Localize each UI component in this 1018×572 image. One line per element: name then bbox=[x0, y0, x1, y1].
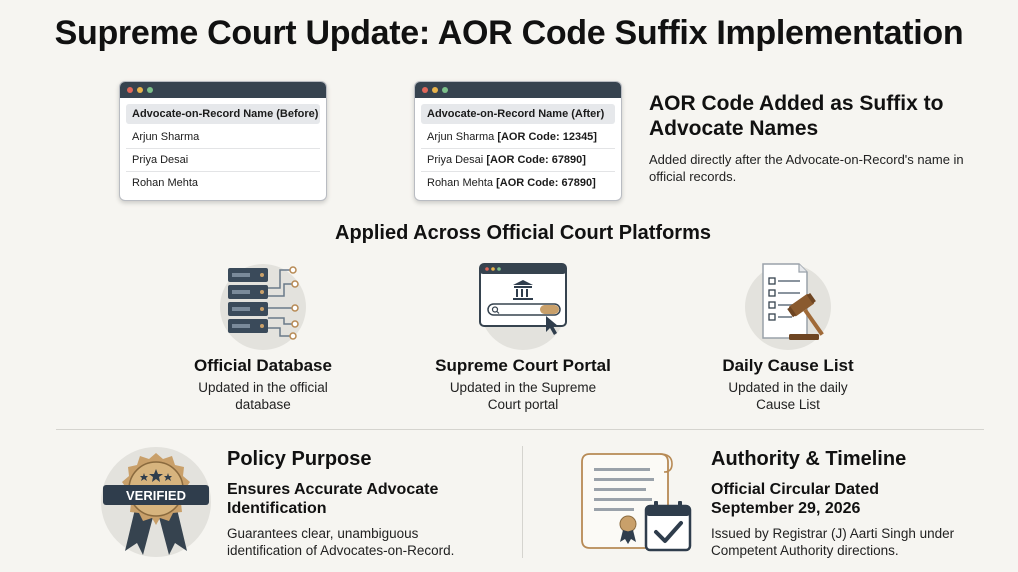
before-table-window: Advocate-on-Record Name (Before) Arjun S… bbox=[119, 81, 327, 201]
policy-subheading: Ensures Accurate Advocate Identification bbox=[227, 481, 439, 517]
divider-vertical bbox=[522, 446, 523, 558]
advocate-name: Arjun Sharma bbox=[427, 131, 495, 143]
badge-text: VERIFIED bbox=[126, 488, 186, 503]
after-table-row: Arjun Sharma [AOR Code: 12345] bbox=[421, 126, 615, 149]
authority-subheading: Official Circular Dated September 29, 20… bbox=[711, 481, 880, 517]
platform-official-database: Official Database Updated in the officia… bbox=[143, 258, 383, 413]
gavel-icon bbox=[762, 263, 824, 340]
advocate-name: Priya Desai bbox=[427, 154, 484, 166]
platform-description: Updated in the daily Cause List bbox=[728, 380, 848, 412]
maximize-dot-icon bbox=[442, 87, 448, 93]
platform-daily-cause-list: Daily Cause List Updated in the daily Ca… bbox=[668, 258, 908, 413]
before-table-row: Priya Desai bbox=[126, 149, 320, 172]
browser-icon bbox=[479, 263, 567, 335]
window-titlebar bbox=[120, 82, 326, 98]
authority-heading: Authority & Timeline bbox=[711, 448, 907, 470]
circular-document-icon bbox=[581, 453, 692, 552]
after-table-header: Advocate-on-Record Name (After) bbox=[421, 104, 615, 124]
close-dot-icon bbox=[422, 87, 428, 93]
aor-code: [AOR Code: 67890] bbox=[486, 154, 586, 166]
verified-badge-icon: VERIFIED bbox=[101, 447, 211, 557]
platform-description: Updated in the Supreme Court portal bbox=[449, 380, 597, 412]
aor-code: [AOR Code: 67890] bbox=[496, 177, 596, 189]
aor-code: [AOR Code: 12345] bbox=[497, 131, 597, 143]
after-table-row: Priya Desai [AOR Code: 67890] bbox=[421, 149, 615, 172]
before-table-row: Arjun Sharma bbox=[126, 126, 320, 149]
close-dot-icon bbox=[127, 87, 133, 93]
before-table-row: Rohan Mehta bbox=[132, 177, 199, 189]
divider-horizontal bbox=[56, 429, 984, 430]
platform-description: Updated in the official database bbox=[198, 380, 328, 412]
platform-supreme-court-portal: Supreme Court Portal Updated in the Supr… bbox=[403, 258, 643, 413]
policy-heading: Policy Purpose bbox=[227, 448, 372, 470]
advocate-name: Rohan Mehta bbox=[427, 177, 494, 189]
page-title: Supreme Court Update: AOR Code Suffix Im… bbox=[54, 14, 964, 52]
aor-heading: AOR Code Added as Suffix to Advocate Nam… bbox=[649, 92, 944, 140]
platforms-heading: Applied Across Official Court Platforms bbox=[335, 222, 711, 244]
after-table-window: Advocate-on-Record Name (After) Arjun Sh… bbox=[414, 81, 622, 201]
platform-name: Supreme Court Portal bbox=[435, 356, 611, 375]
maximize-dot-icon bbox=[147, 87, 153, 93]
minimize-dot-icon bbox=[137, 87, 143, 93]
platform-name: Daily Cause List bbox=[722, 356, 854, 375]
minimize-dot-icon bbox=[432, 87, 438, 93]
window-titlebar bbox=[415, 82, 621, 98]
after-table-row: Rohan Mehta [AOR Code: 67890] bbox=[421, 172, 615, 195]
policy-description: Guarantees clear, unambiguous identifica… bbox=[227, 526, 455, 558]
before-table-header: Advocate-on-Record Name (Before) bbox=[126, 104, 320, 124]
platform-name: Official Database bbox=[194, 356, 332, 375]
authority-description: Issued by Registrar (J) Aarti Singh unde… bbox=[711, 526, 955, 558]
aor-description: Added directly after the Advocate-on-Rec… bbox=[649, 152, 964, 184]
server-icon bbox=[228, 266, 299, 340]
